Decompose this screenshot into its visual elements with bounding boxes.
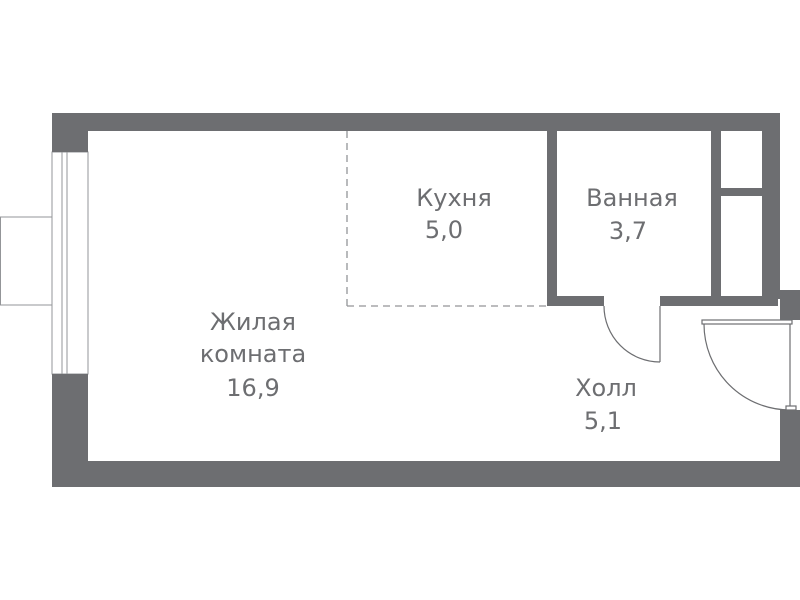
bathroom-door (603, 305, 661, 363)
window-left (51, 151, 89, 375)
room-kitchen-name: Кухня (416, 184, 492, 212)
room-hall: Холл 5,1 (575, 374, 637, 435)
entrance-door (701, 319, 797, 411)
room-bathroom: Ванная 3,7 (586, 184, 678, 245)
outer-walls (52, 113, 800, 487)
room-hall-name: Холл (575, 374, 637, 402)
room-living-name-line-1: Жилая (210, 308, 296, 336)
room-living-area: 16,9 (226, 374, 279, 402)
kitchen-zone-boundary (346, 131, 547, 307)
balcony-outline (0, 216, 53, 306)
room-living: Жилая комната 16,9 (200, 308, 306, 402)
room-hall-area: 5,1 (584, 407, 622, 435)
room-bathroom-area: 3,7 (609, 217, 647, 245)
room-bathroom-name: Ванная (586, 184, 678, 212)
interior-walls (547, 131, 778, 306)
room-kitchen: Кухня 5,0 (416, 184, 492, 244)
room-living-name-line-2: комната (200, 340, 306, 368)
room-kitchen-area: 5,0 (425, 216, 463, 244)
